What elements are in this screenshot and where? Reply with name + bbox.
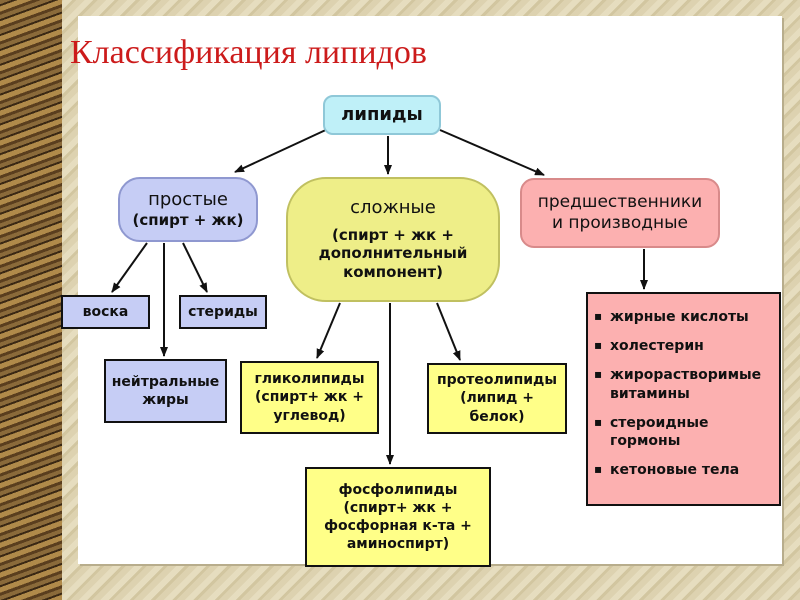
arrow-complex-to-proteo	[436, 302, 461, 361]
box-phospho-line: фосфолипиды	[338, 481, 458, 498]
box-neutral-fats: нейтральные жиры	[104, 359, 227, 423]
node-lipids: липиды	[323, 95, 441, 135]
node-complex-formula-line: компонент)	[343, 263, 443, 282]
box-proteo-line: (липид +	[460, 390, 534, 407]
arrow-simple-to-waxes	[111, 242, 148, 293]
box-glyco-line: (спирт+ жк +	[255, 389, 364, 406]
node-simple-lipids: простые (спирт + жк)	[118, 177, 258, 242]
box-waxes-label: воска	[82, 303, 129, 320]
node-simple-formula: (спирт + жк)	[132, 211, 244, 230]
box-phospho-line: фосфорная к-та +	[324, 518, 472, 534]
node-precursors-line: и производные	[551, 213, 689, 233]
box-neutral-line: нейтральные	[111, 373, 220, 390]
list-item: холестерин	[592, 337, 773, 356]
decorative-left-strip	[0, 0, 62, 600]
list-item: кетоновые тела	[592, 461, 773, 480]
list-item: жирорастворимые витамины	[592, 366, 773, 404]
box-glyco-line: гликолипиды	[254, 371, 365, 388]
slide-title: Классификация липидов	[70, 34, 427, 71]
box-glyco-line: углевод)	[273, 407, 346, 424]
node-complex-formula-line: (спирт + жк +	[332, 225, 454, 244]
box-proteolipids: протеолипиды (липид + белок)	[427, 363, 567, 434]
list-item: жирные кислоты	[592, 308, 773, 327]
box-proteo-line: белок)	[469, 408, 525, 425]
box-sterids-label: стериды	[188, 303, 258, 320]
box-waxes: воска	[61, 295, 150, 329]
node-simple-label: простые	[148, 188, 228, 210]
arrow-root-to-precursors	[439, 129, 545, 176]
box-neutral-line: жиры	[142, 392, 189, 408]
node-precursors: предшественники и производные	[520, 178, 720, 248]
box-proteo-line: протеолипиды	[436, 372, 558, 389]
box-glycolipids: гликолипиды (спирт+ жк + углевод)	[240, 361, 379, 434]
arrow-simple-to-sterids	[182, 242, 208, 293]
arrow-root-to-simple	[234, 127, 331, 173]
arrow-complex-to-glyco	[316, 302, 341, 359]
node-precursors-line: предшественники	[537, 191, 703, 212]
node-complex-formula-line: дополнительный	[318, 244, 468, 263]
list-item: стероидные гормоны	[592, 414, 773, 452]
node-complex-lipids: сложные (спирт + жк + дополнительный ком…	[286, 177, 500, 302]
box-precursor-list: жирные кислоты холестерин жирорастворимы…	[586, 292, 781, 506]
node-complex-label: сложные	[350, 197, 436, 219]
box-phospho-line: (спирт+ жк +	[343, 499, 453, 516]
precursor-list: жирные кислоты холестерин жирорастворимы…	[592, 308, 773, 480]
box-sterids: стериды	[179, 295, 267, 329]
node-lipids-label: липиды	[341, 103, 423, 125]
box-phospholipids: фосфолипиды (спирт+ жк + фосфорная к-та …	[305, 467, 491, 567]
box-phospho-line: аминоспирт)	[346, 536, 450, 553]
